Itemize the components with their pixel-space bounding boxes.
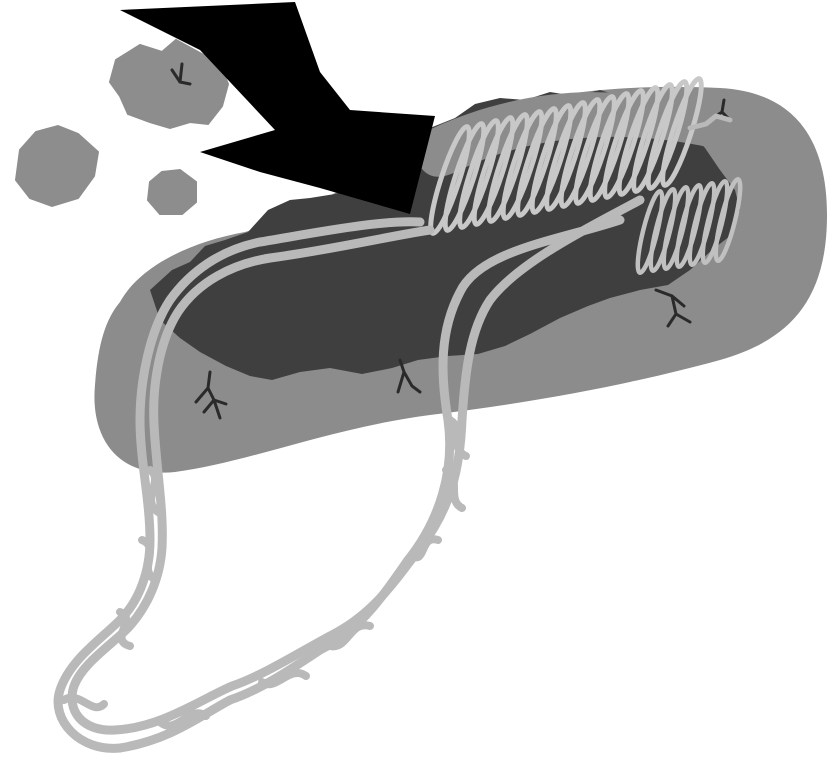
- fragment-left: [16, 126, 98, 206]
- debris-fragments: [16, 40, 228, 214]
- helix-twist: [150, 470, 158, 512]
- fragment-small: [148, 170, 196, 214]
